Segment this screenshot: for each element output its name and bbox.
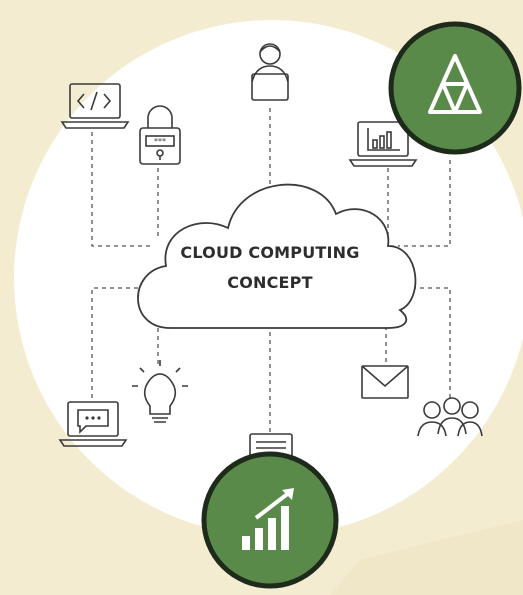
- cloud-label-line2: CONCEPT: [227, 273, 312, 292]
- cloud-shape: CLOUD COMPUTING CONCEPT: [137, 183, 417, 329]
- growth-badge[interactable]: [201, 451, 339, 589]
- user-computer-icon: [251, 43, 289, 101]
- svg-text:***: ***: [154, 137, 166, 146]
- code-laptop-icon: [60, 83, 130, 129]
- team-icon: [417, 397, 483, 437]
- lightbulb-icon: [132, 360, 188, 423]
- dashed-connectors: [91, 108, 451, 432]
- chat-laptop-icon: [58, 401, 128, 447]
- envelope-icon: [361, 365, 409, 399]
- growth-chart-icon: [242, 488, 294, 550]
- triangle-network-icon: [428, 54, 482, 114]
- analytics-laptop-icon: [348, 121, 418, 167]
- background-patch: [330, 520, 523, 595]
- cloud-label-line1: CLOUD COMPUTING: [180, 243, 359, 262]
- padlock-icon: ***: [139, 105, 181, 165]
- network-badge[interactable]: [388, 21, 522, 155]
